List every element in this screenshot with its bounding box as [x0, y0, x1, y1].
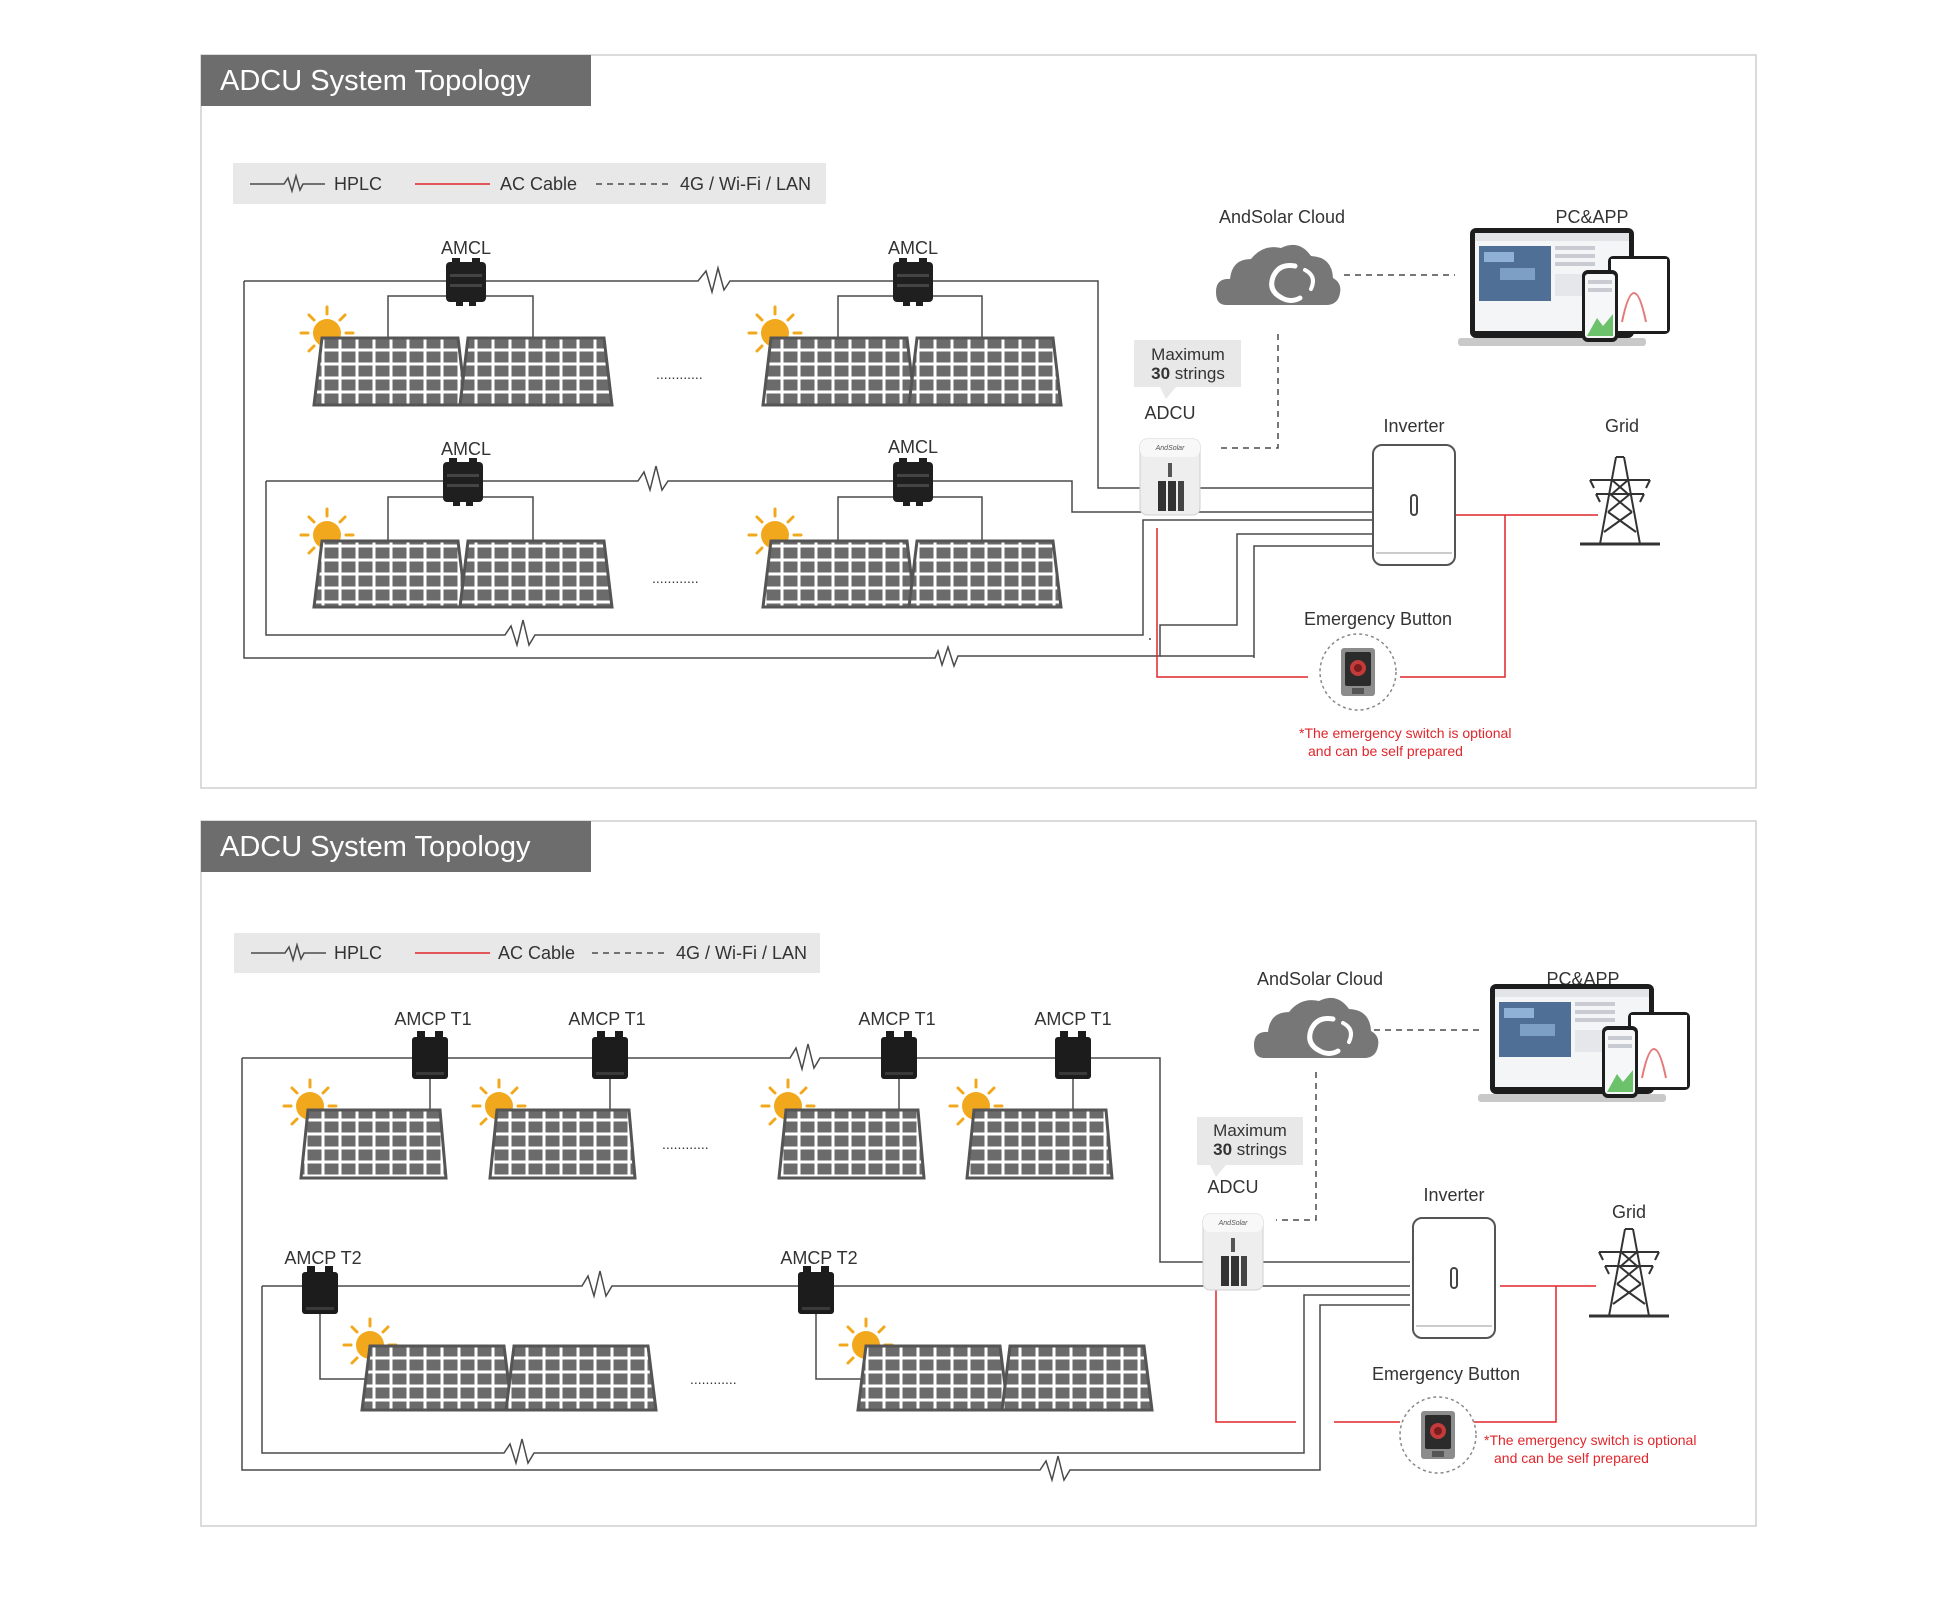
solar-panel-icon [777, 1108, 926, 1180]
legend-wireless: 4G / Wi-Fi / LAN [680, 174, 811, 194]
microinverter-icon [893, 258, 933, 306]
emergency-button-icon [1399, 1396, 1477, 1474]
amcp-t1-label: AMCP T1 [394, 1009, 471, 1029]
legend: HPLC AC Cable 4G / Wi-Fi / LAN [233, 163, 826, 204]
legend-ac: AC Cable [498, 943, 575, 963]
max-strings-callout: Maximum 30 strings [1134, 340, 1241, 399]
note-line2: and can be self prepared [1494, 1450, 1649, 1466]
amcl-label: AMCL [888, 437, 938, 457]
note-line1: *The emergency switch is optional [1299, 725, 1511, 741]
solar-panel-icon [965, 1108, 1114, 1180]
callout-line1: Maximum [1213, 1121, 1287, 1140]
inverter-icon [1372, 444, 1456, 566]
microinverter-icon [443, 458, 483, 506]
emergency-label: Emergency Button [1304, 609, 1452, 629]
svg-text:30 strings: 30 strings [1151, 364, 1225, 383]
adcu-label: ADCU [1207, 1177, 1258, 1197]
ellipsis: ............ [656, 366, 703, 382]
inverter-label: Inverter [1423, 1185, 1484, 1205]
adcu-device-icon [1139, 438, 1201, 516]
microinverter-icon [412, 1031, 448, 1079]
hplc-legend-icon [251, 942, 326, 963]
adcu-device-icon [1202, 1213, 1264, 1291]
solar-array-row-2: ............ [342, 1317, 1154, 1412]
panel-title: ADCU System Topology [220, 65, 531, 97]
callout-line1: Maximum [1151, 345, 1225, 364]
grid-label: Grid [1612, 1202, 1646, 1222]
ellipsis: ............ [662, 1136, 709, 1152]
topology-panel-1: ADCU System Topology HPLC AC Cable 4G / … [200, 54, 1757, 789]
max-strings-callout: Maximum 30 strings [1197, 1117, 1303, 1177]
pc-app-label: PC&APP [1555, 207, 1628, 227]
solar-panel-icon [907, 336, 1063, 407]
solar-panel-icon [856, 1344, 1010, 1412]
solar-panel-icon [907, 539, 1063, 609]
title-bar [201, 821, 591, 872]
cloud-label: AndSolar Cloud [1219, 207, 1345, 227]
microinverter-icon [1055, 1031, 1091, 1079]
amcl-label: AMCL [441, 439, 491, 459]
microinverter-icon [798, 1266, 834, 1314]
legend: HPLC AC Cable 4G / Wi-Fi / LAN [234, 933, 820, 973]
callout-value: 30 [1151, 364, 1170, 383]
note-line2: and can be self prepared [1308, 743, 1463, 759]
amcp-t1-label: AMCP T1 [858, 1009, 935, 1029]
ac-wiring [1215, 1284, 1596, 1423]
solar-panel-icon [761, 336, 917, 407]
callout-unit: strings [1237, 1140, 1287, 1159]
title-bar [201, 55, 591, 106]
microinverter-icon [881, 1031, 917, 1079]
wireless-links [1218, 274, 1455, 449]
solar-array-row-2: ............ [299, 507, 1063, 609]
callout-value: 30 [1213, 1140, 1232, 1159]
solar-panel-icon [1000, 1344, 1154, 1412]
legend-hplc: HPLC [334, 943, 382, 963]
inverter-label: Inverter [1383, 416, 1444, 436]
cloud-label: AndSolar Cloud [1257, 969, 1383, 989]
emergency-button-icon [1319, 633, 1397, 711]
ellipsis: ............ [652, 570, 699, 586]
topology-panel-2: ADCU System Topology HPLC AC Cable 4G / … [200, 820, 1757, 1527]
solar-array-row-1: ............ [282, 1078, 1114, 1180]
amcp-t1-label: AMCP T1 [1034, 1009, 1111, 1029]
ac-wiring [1156, 514, 1598, 678]
wireless-links [1276, 1029, 1480, 1221]
ellipsis: ............ [690, 1371, 737, 1387]
solar-panel-icon [458, 336, 614, 407]
solar-panel-icon [504, 1344, 658, 1412]
inverter-icon [1412, 1217, 1496, 1339]
adcu-label: ADCU [1144, 403, 1195, 423]
note-line1: *The emergency switch is optional [1484, 1432, 1696, 1448]
solar-panel-icon [312, 539, 468, 609]
legend-wireless: 4G / Wi-Fi / LAN [676, 943, 807, 963]
microinverter-icon [592, 1031, 628, 1079]
amcp-t2-label: AMCP T2 [780, 1248, 857, 1268]
amcl-label: AMCL [888, 238, 938, 258]
legend-hplc: HPLC [334, 174, 382, 194]
svg-text:30 strings: 30 strings [1213, 1140, 1287, 1159]
amcp-t2-label: AMCP T2 [284, 1248, 361, 1268]
solar-panel-icon [488, 1108, 637, 1180]
solar-panel-icon [458, 539, 614, 609]
solar-panel-icon [761, 539, 917, 609]
hplc-wiring [241, 1043, 1410, 1483]
grid-label: Grid [1605, 416, 1639, 436]
legend-ac: AC Cable [500, 174, 577, 194]
solar-array-row-1: ............ [299, 305, 1063, 407]
panel-title: ADCU System Topology [220, 831, 531, 863]
callout-unit: strings [1175, 364, 1225, 383]
solar-panel-icon [312, 336, 468, 407]
microinverter-icon [302, 1266, 338, 1314]
solar-panel-icon [299, 1108, 448, 1180]
hplc-legend-icon [250, 173, 325, 194]
solar-panel-icon [360, 1344, 514, 1412]
amcl-label: AMCL [441, 238, 491, 258]
microinverter-icon [893, 458, 933, 506]
amcp-t1-label: AMCP T1 [568, 1009, 645, 1029]
microinverter-icon [446, 258, 486, 306]
emergency-label: Emergency Button [1372, 1364, 1520, 1384]
